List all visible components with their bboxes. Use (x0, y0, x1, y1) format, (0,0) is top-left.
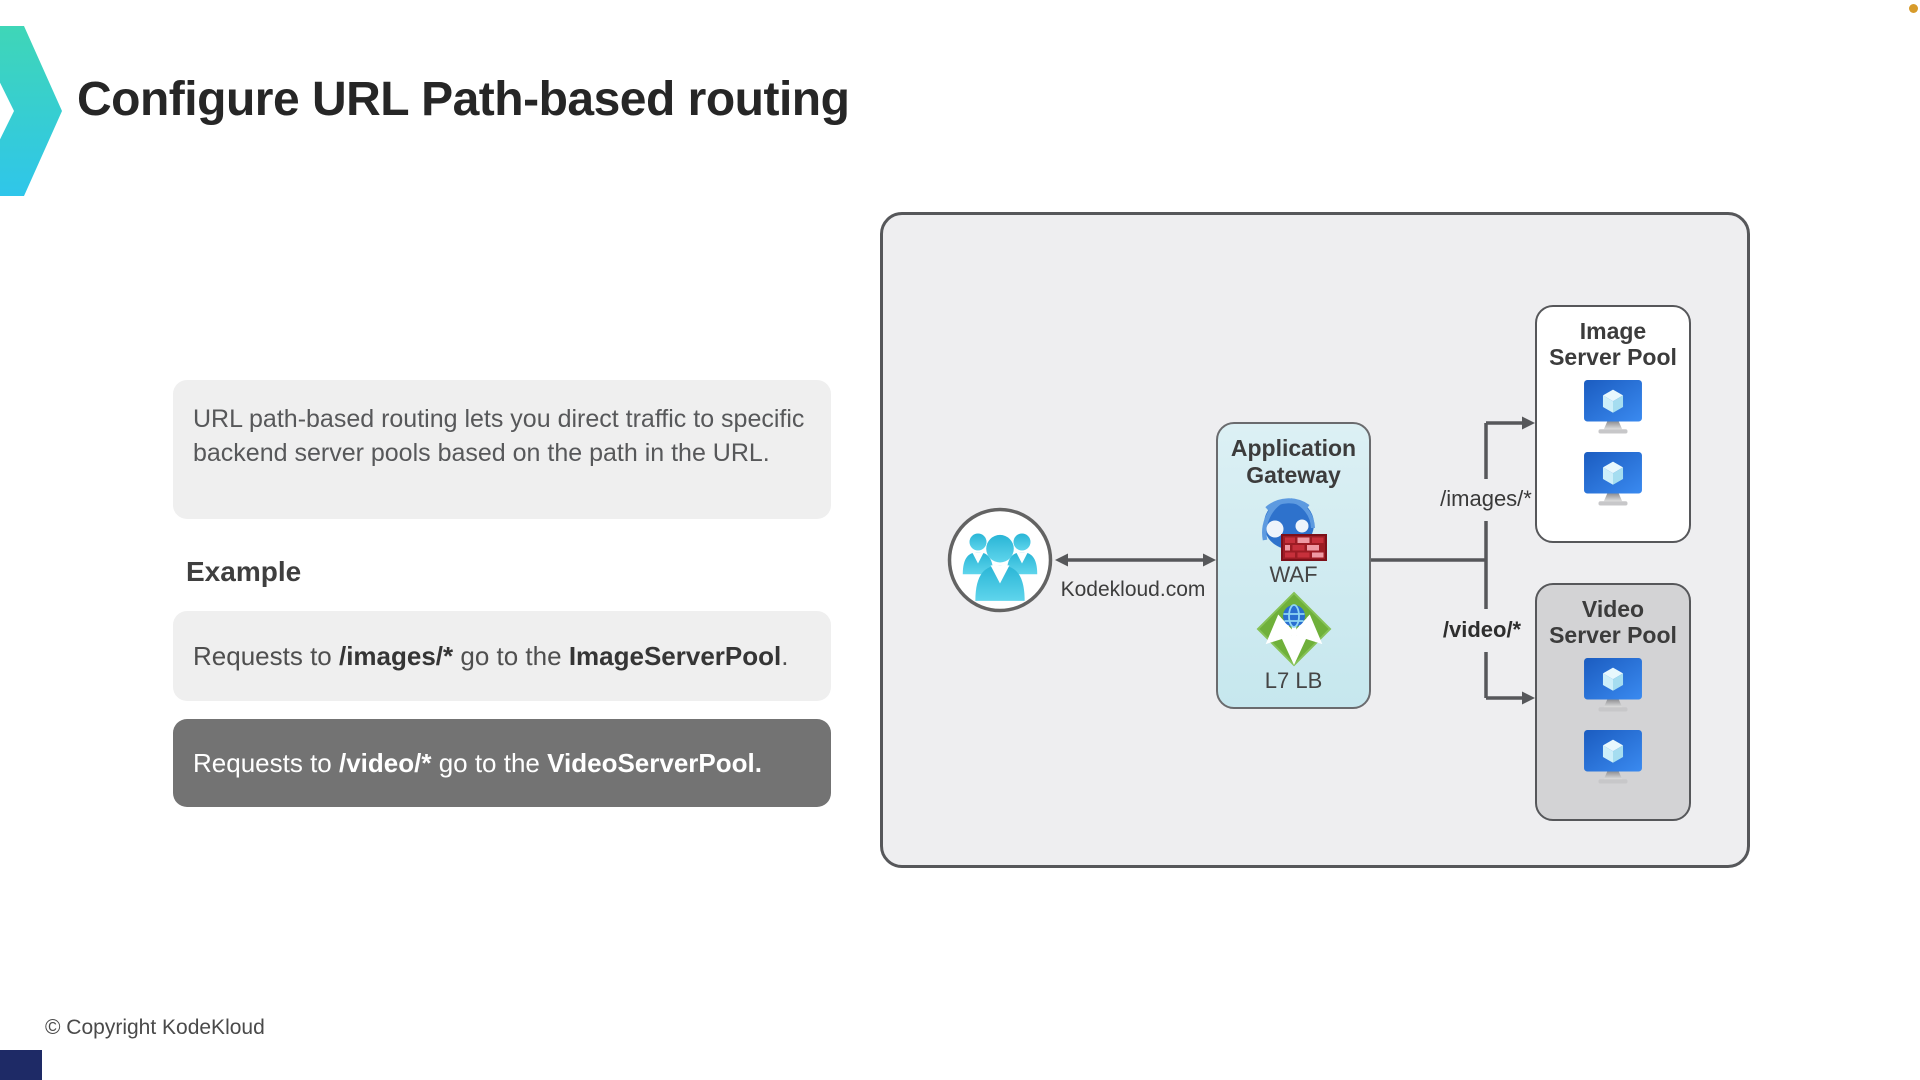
route-label-video: /video/* (1442, 617, 1522, 642)
corner-dot-decoration (1909, 4, 1918, 13)
example-heading: Example (186, 556, 302, 587)
pool-title-line1: Image (1579, 318, 1647, 344)
pool-title-line2: Server Pool (1549, 344, 1677, 370)
text-segment: go to the (453, 640, 569, 671)
description-text: URL path-based routing lets you direct t… (193, 405, 805, 467)
gateway-title-line1: Application (1230, 435, 1357, 461)
pool-segment: ImageServerPool (568, 640, 782, 671)
text-segment: Requests to (193, 640, 339, 671)
path-segment: /video/* (338, 747, 432, 778)
virtual-machine-icon (1582, 729, 1644, 785)
route-label-images: /images/* (1440, 486, 1532, 511)
application-gateway-box: Application Gateway (1216, 422, 1371, 709)
text-segment: Requests to (193, 747, 339, 778)
connector-lines (1055, 416, 1535, 705)
load-balancer-icon (1256, 591, 1331, 667)
kodekloud-chevron-icon (0, 14, 72, 224)
lb-label: L7 LB (1264, 668, 1323, 693)
gateway-title: Application Gateway (1231, 435, 1356, 489)
description-box: URL path-based routing lets you direct t… (173, 380, 831, 519)
virtual-machine-icon (1582, 657, 1644, 713)
virtual-machine-icon (1582, 451, 1644, 507)
gateway-title-line2: Gateway (1246, 462, 1341, 488)
example-row-images: Requests to /images/* go to the ImageSer… (173, 611, 831, 701)
virtual-machine-icon (1582, 379, 1644, 435)
client-domain-label: Kodekloud.com (1060, 578, 1206, 601)
users-icon (947, 507, 1053, 613)
text-segment: . (781, 640, 789, 671)
architecture-diagram-panel: Kodekloud.com Application Gateway (880, 212, 1750, 868)
pool-title-line2: Server Pool (1549, 622, 1677, 648)
video-pool-title: Video Server Pool (1549, 596, 1677, 648)
path-segment: /images/* (338, 640, 454, 671)
corner-square-decoration (0, 1050, 42, 1080)
example-row-video: Requests to /video/* go to the VideoServ… (173, 719, 831, 807)
copyright-text: © Copyright KodeKloud (45, 1016, 265, 1039)
waf-label: WAF (1269, 562, 1318, 587)
image-server-pool-box: Image Server Pool (1535, 305, 1691, 543)
example-text-video: Requests to /video/* go to the VideoServ… (193, 748, 762, 779)
video-server-pool-box: Video Server Pool (1535, 583, 1691, 821)
image-pool-title: Image Server Pool (1549, 318, 1677, 370)
pool-title-line1: Video (1581, 596, 1645, 622)
example-text-images: Requests to /images/* go to the ImageSer… (193, 641, 788, 672)
pool-segment: VideoServerPool. (547, 747, 762, 778)
text-segment: go to the (431, 747, 548, 778)
firewall-globe-icon (1261, 498, 1327, 561)
page-title: Configure URL Path-based routing (77, 73, 850, 126)
